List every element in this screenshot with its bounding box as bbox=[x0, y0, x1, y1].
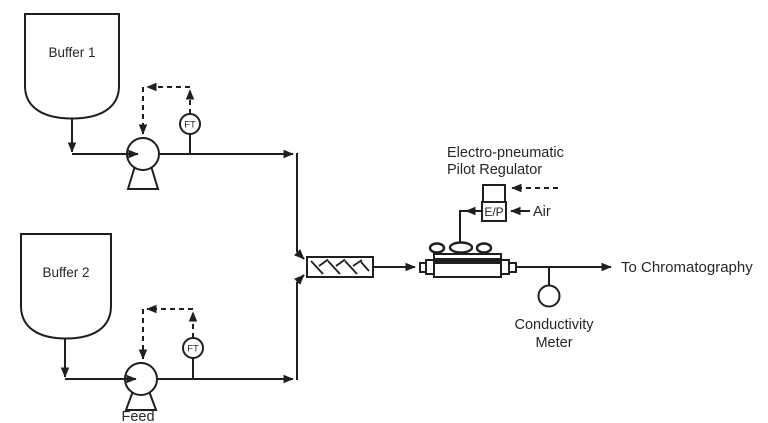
ep-regulator: E/P bbox=[481, 184, 507, 222]
air-label: Air bbox=[533, 204, 551, 220]
valve-left-flange bbox=[425, 259, 435, 275]
valve-actuator-dome-icon bbox=[448, 241, 474, 254]
buffer1-tank: Buffer 1 bbox=[24, 13, 120, 120]
ft2-signal-loop bbox=[138, 304, 198, 360]
valve-left-knob-icon bbox=[428, 242, 446, 254]
pump2 bbox=[124, 362, 158, 411]
valve-right-flange bbox=[500, 259, 510, 275]
buffer1-vessel-shape bbox=[24, 13, 120, 120]
conductivity-label-line1: Conductivity bbox=[515, 317, 595, 333]
ft1-tag: FT bbox=[184, 120, 196, 131]
control-valve bbox=[419, 241, 517, 278]
valve-body bbox=[433, 253, 502, 278]
static-mixer bbox=[306, 256, 374, 278]
ft1-instrument: FT bbox=[179, 113, 201, 135]
ep-top-box bbox=[482, 184, 506, 203]
ep-title-line2: Pilot Regulator bbox=[447, 162, 542, 178]
static-mixer-elements-icon bbox=[310, 258, 370, 275]
mixer-inlet1-arrow bbox=[294, 249, 305, 260]
ep-title-line1: Electro-pneumatic bbox=[447, 145, 564, 161]
ft1-signal-loop bbox=[138, 82, 195, 135]
valve-right-stub bbox=[508, 262, 517, 273]
buffer2-tank: Buffer 2 bbox=[20, 233, 112, 340]
ft2-instrument: FT bbox=[182, 337, 204, 359]
buffer2-vessel-shape bbox=[20, 233, 112, 340]
feed-label: Feed bbox=[121, 409, 154, 423]
ep-box-label: E/P bbox=[484, 205, 503, 219]
valve-right-knob-icon bbox=[475, 242, 493, 254]
to-chromatography-label: To Chromatography bbox=[621, 259, 753, 276]
conductivity-meter-bubble bbox=[537, 284, 561, 308]
valve-diaphragm-band bbox=[435, 258, 500, 264]
conductivity-label-line2: Meter bbox=[535, 335, 572, 351]
mixer-inlet2-arrow bbox=[294, 274, 305, 285]
pump1 bbox=[126, 137, 160, 190]
buffer1-label: Buffer 1 bbox=[48, 45, 95, 60]
ft2-tag: FT bbox=[187, 344, 199, 355]
buffer2-label: Buffer 2 bbox=[42, 265, 89, 280]
ep-output-signal-line bbox=[459, 210, 482, 243]
